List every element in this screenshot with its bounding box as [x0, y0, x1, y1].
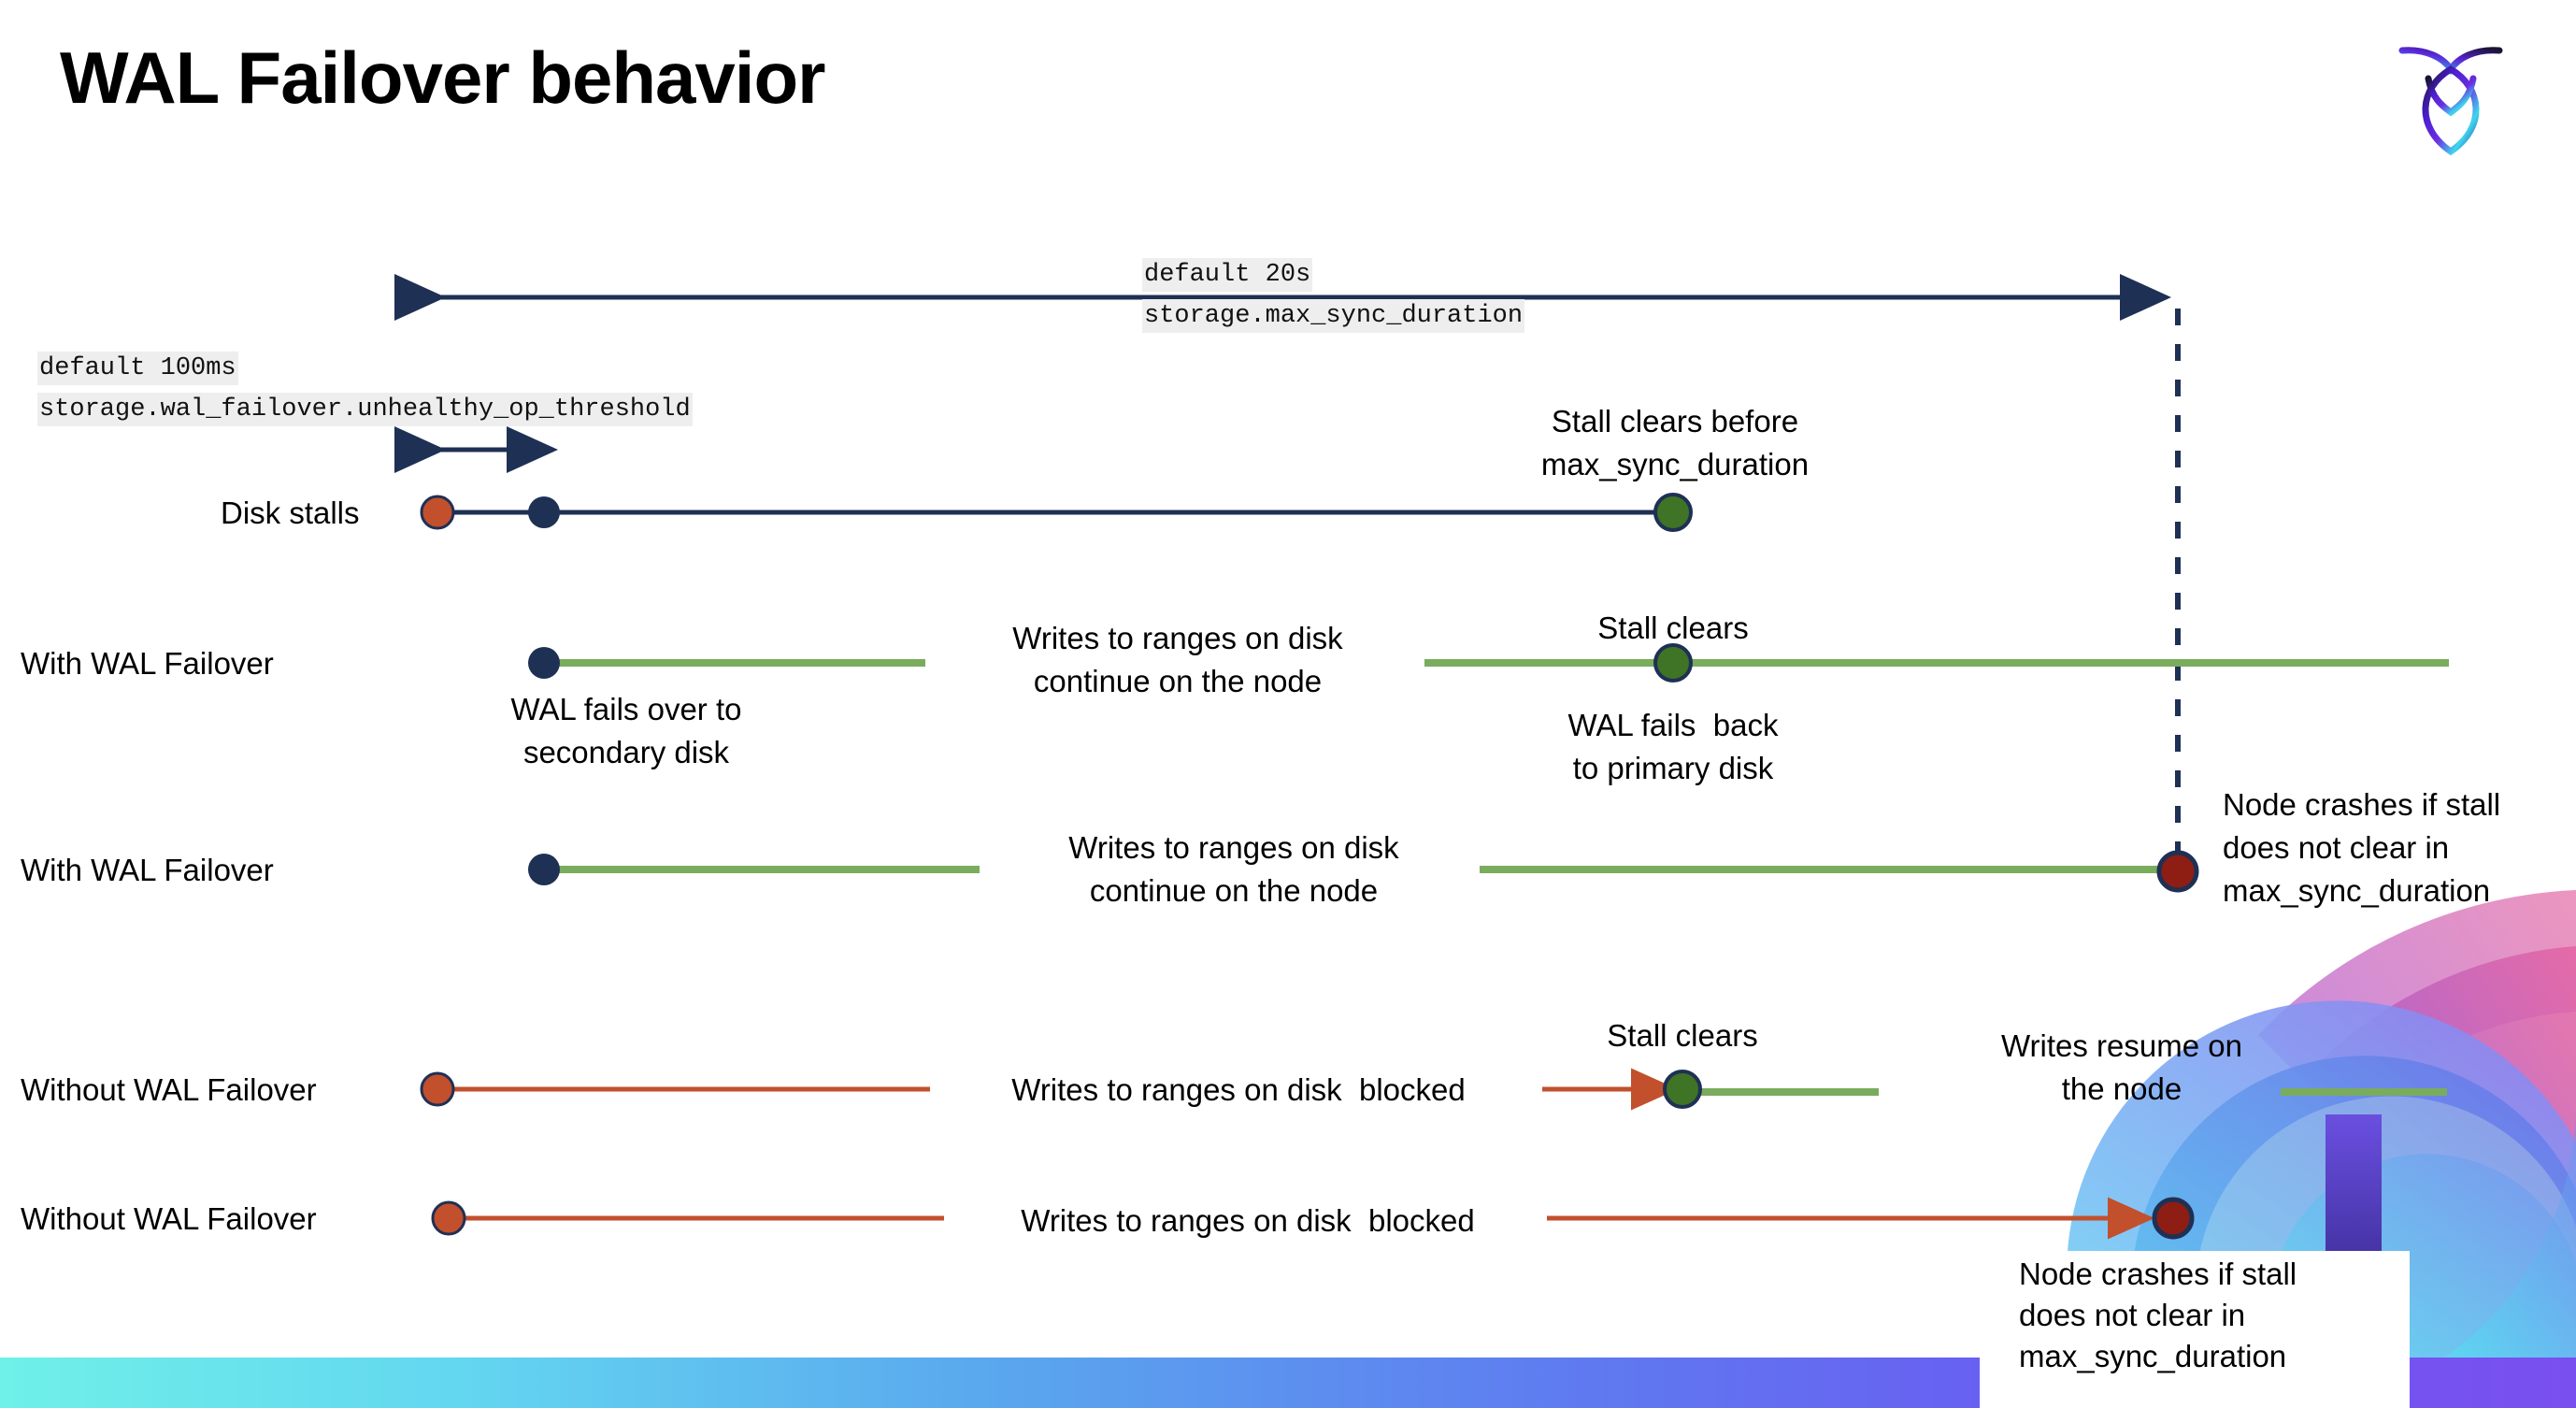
note-node-crashes-2-line1: Node crashes if stall — [2019, 1257, 2297, 1291]
row-label-with-wal-failover-1: With WAL Failover — [21, 646, 274, 681]
note-node-crashes-1-line1: Node crashes if stall — [2223, 787, 2501, 822]
max-sync-setting-label: storage.max_sync_duration — [1142, 299, 1525, 334]
note-stall-clears-before-line1: Stall clears before — [1551, 404, 1799, 438]
unhealthy-default-label: default 100ms — [37, 352, 238, 386]
note-writes-continue-2-line1: Writes to ranges on disk — [1068, 830, 1399, 865]
note-stall-clears-2: Stall clears — [1607, 1018, 1758, 1053]
note-node-crashes-2-line2: does not clear in — [2019, 1298, 2246, 1332]
note-writes-continue-1-line2: continue on the node — [1033, 664, 1323, 698]
note-wal-fails-back-line2: to primary disk — [1572, 751, 1774, 785]
note-writes-resume-line1: Writes resume on — [2001, 1028, 2242, 1063]
note-writes-continue-2-line2: continue on the node — [1089, 873, 1379, 908]
note-writes-blocked-2: Writes to ranges on disk blocked — [1021, 1203, 1475, 1238]
note-writes-blocked-1: Writes to ranges on disk blocked — [1011, 1072, 1466, 1107]
note-wal-fails-over-line1: WAL fails over to — [510, 692, 742, 726]
node-crashes-callout-box: Node crashes if stall does not clear in … — [1980, 1251, 2410, 1408]
row-without-wal-failover-2 — [431, 1197, 2195, 1240]
row-label-without-wal-failover-1: Without WAL Failover — [21, 1072, 317, 1107]
note-writes-continue-1-line1: Writes to ranges on disk — [1012, 621, 1343, 655]
note-node-crashes-1-line2: does not clear in — [2223, 830, 2450, 865]
cockroachdb-logo-icon — [2398, 47, 2503, 156]
note-wal-fails-back-line1: WAL fails back — [1567, 708, 1779, 742]
note-stall-clears-1: Stall clears — [1597, 611, 1749, 645]
row-with-wal-failover-1 — [528, 643, 2449, 682]
unhealthy-setting-label: storage.wal_failover.unhealthy_op_thresh… — [37, 393, 693, 427]
note-wal-fails-over-line2: secondary disk — [522, 735, 730, 769]
page-title: WAL Failover behavior — [60, 36, 825, 119]
note-node-crashes-1-line3: max_sync_duration — [2223, 873, 2491, 908]
row-label-without-wal-failover-2: Without WAL Failover — [21, 1201, 317, 1236]
row-disk-stalls — [420, 493, 1693, 532]
note-stall-clears-before-line2: max_sync_duration — [1540, 447, 1810, 481]
row-with-wal-failover-2 — [528, 850, 2199, 893]
fan-mask — [0, 918, 1832, 1358]
note-node-crashes-2-line3: max_sync_duration — [2019, 1339, 2287, 1373]
note-writes-resume-line2: the node — [2061, 1071, 2182, 1106]
row-label-with-wal-failover-2: With WAL Failover — [21, 853, 274, 887]
max-sync-default-label: default 20s — [1142, 258, 1313, 293]
row-label-disk-stalls: Disk stalls — [221, 496, 360, 530]
row-without-wal-failover-1 — [420, 1068, 2447, 1111]
